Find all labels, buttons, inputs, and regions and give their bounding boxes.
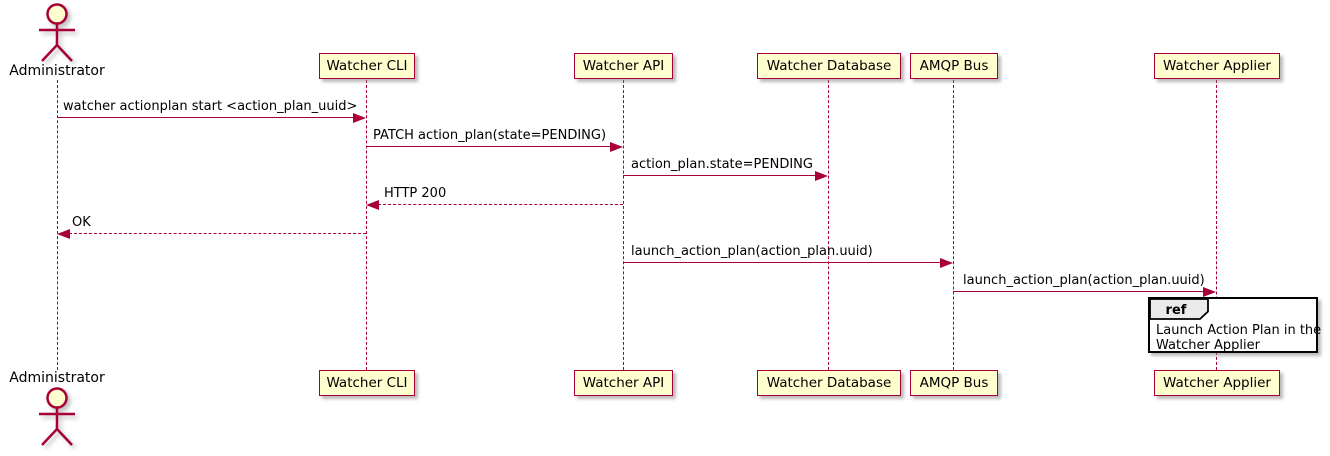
participant-bottom-watcher-database: Watcher Database — [757, 370, 901, 396]
lifeline-administrator — [57, 80, 58, 370]
message-label-5: OK — [72, 215, 91, 230]
actor-administrator-bottom: Administrator — [7, 370, 107, 447]
lifeline-watcher-database — [828, 80, 829, 370]
message-label-3: action_plan.state=PENDING — [631, 157, 813, 172]
message-line-1 — [57, 117, 354, 118]
ref-text-line-1: Launch Action Plan in the — [1156, 323, 1322, 338]
message-label-1: watcher actionplan start <action_plan_uu… — [63, 99, 358, 114]
message-arrowhead-4 — [366, 200, 379, 210]
lifeline-watcher-cli — [366, 80, 367, 370]
lifeline-watcher-applier — [1216, 80, 1217, 370]
message-line-3 — [623, 175, 816, 176]
ref-keyword: ref — [1166, 303, 1187, 318]
message-line-5 — [69, 233, 366, 234]
message-label-6: launch_action_plan(action_plan.uuid) — [631, 244, 873, 259]
participant-bottom-amqp-bus: AMQP Bus — [910, 370, 998, 396]
message-arrowhead-6 — [940, 258, 953, 268]
message-arrowhead-2 — [610, 142, 623, 152]
lifeline-amqp-bus — [953, 80, 954, 370]
participant-top-amqp-bus: AMQP Bus — [910, 53, 998, 79]
message-label-2: PATCH action_plan(state=PENDING) — [373, 128, 607, 143]
ref-text: Launch Action Plan in the Watcher Applie… — [1156, 323, 1321, 353]
message-label-4: HTTP 200 — [384, 186, 447, 201]
ref-text-line-2: Watcher Applier — [1156, 338, 1260, 353]
message-label-7: launch_action_plan(action_plan.uuid) — [963, 273, 1205, 288]
actor-stick-figure-icon — [39, 387, 75, 446]
message-line-6 — [623, 262, 941, 263]
message-arrowhead-3 — [815, 171, 828, 181]
message-arrowhead-1 — [353, 113, 366, 123]
actor-stick-figure-icon — [39, 3, 75, 62]
message-arrowhead-7 — [1203, 287, 1216, 297]
participant-top-watcher-cli: Watcher CLI — [319, 53, 415, 79]
participant-bottom-watcher-cli: Watcher CLI — [319, 370, 415, 396]
participant-bottom-watcher-applier: Watcher Applier — [1154, 370, 1280, 396]
lifeline-watcher-api — [623, 80, 624, 370]
message-line-4 — [378, 204, 623, 205]
ref-header-pentagon: ref — [1149, 298, 1209, 320]
actor-label: Administrator — [9, 370, 105, 386]
actor-administrator-top: Administrator — [7, 3, 107, 80]
message-arrowhead-5 — [57, 229, 70, 239]
participant-top-watcher-applier: Watcher Applier — [1154, 53, 1280, 79]
participant-top-watcher-database: Watcher Database — [757, 53, 901, 79]
actor-label: Administrator — [9, 63, 105, 79]
participant-top-watcher-api: Watcher API — [574, 53, 673, 79]
participant-bottom-watcher-api: Watcher API — [574, 370, 673, 396]
message-line-2 — [366, 146, 611, 147]
ref-fragment: ref Launch Action Plan in the Watcher Ap… — [1148, 297, 1321, 353]
message-line-7 — [953, 291, 1204, 292]
